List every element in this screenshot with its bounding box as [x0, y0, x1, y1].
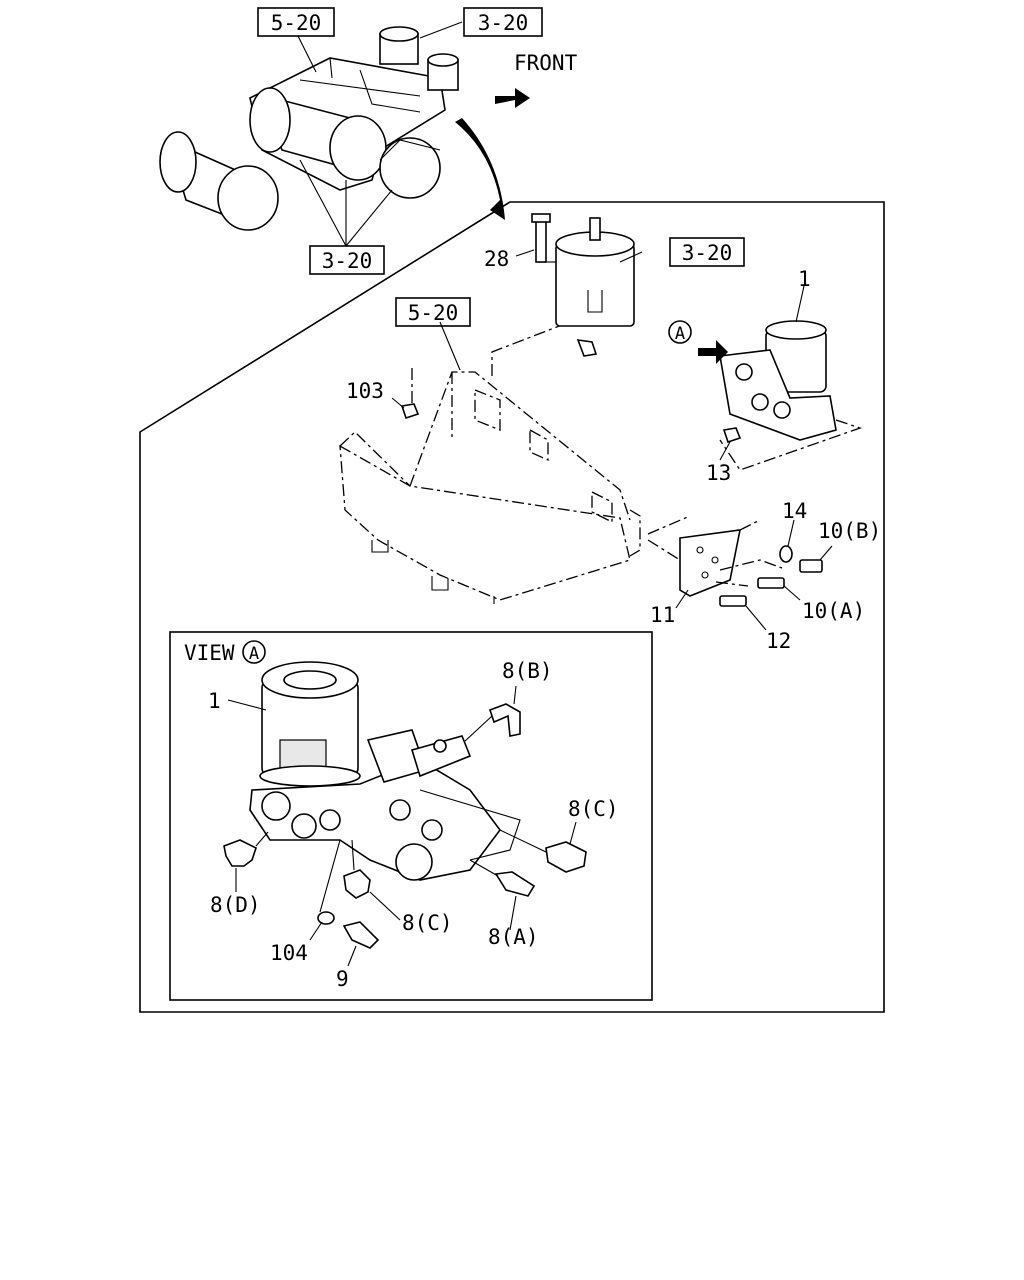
label-14: 14	[782, 499, 807, 523]
view-label-8c-bottom: 8(C)	[402, 911, 453, 935]
view-a-title: VIEW	[184, 641, 235, 665]
tank-mid	[249, 87, 387, 181]
front-label: FRONT	[514, 51, 578, 75]
view-label-9: 9	[336, 967, 349, 991]
filter-top-left	[379, 26, 419, 65]
bolt-12	[719, 595, 747, 607]
view-label-8c-right: 8(C)	[568, 797, 619, 821]
air-filter	[540, 217, 635, 357]
fitting-8b	[463, 703, 521, 743]
view-a-arrow-icon	[698, 340, 728, 364]
ref-box-3-20-top: 3-20	[463, 7, 543, 37]
view-label-8a: 8(A)	[488, 925, 539, 949]
curved-arrow-icon	[455, 118, 505, 220]
label-28: 28	[484, 247, 509, 271]
svg-text:3-20: 3-20	[478, 11, 529, 35]
label-10a: 10(A)	[802, 599, 865, 623]
view-label-8d: 8(D)	[210, 893, 261, 917]
svg-text:5-20: 5-20	[271, 11, 322, 35]
svg-text:A: A	[249, 644, 259, 664]
main-group: A	[339, 213, 881, 653]
tank-right	[379, 137, 441, 199]
view-a-frame	[169, 631, 653, 1001]
svg-text:3-20: 3-20	[322, 249, 373, 273]
fitting-9	[342, 921, 380, 949]
detail-frame	[139, 201, 885, 1013]
fitting-8a	[469, 859, 536, 897]
bolt-28	[531, 213, 551, 263]
overview-group: 5-20 3-20 3-20 FRONT	[159, 7, 578, 275]
nut-103	[400, 403, 420, 420]
bolt-10a	[757, 577, 785, 589]
air-dryer	[719, 320, 863, 471]
view-marker-main: A	[668, 320, 692, 344]
fitting-8c-bottom	[343, 839, 371, 899]
valve-body	[249, 729, 521, 881]
dryer-canister	[259, 661, 361, 787]
ref-box-5-20-top: 5-20	[257, 7, 335, 37]
ref-box-3-20-main: 3-20	[669, 237, 745, 267]
filter-top-right	[427, 53, 459, 91]
bolt-10b	[799, 559, 823, 573]
view-a-marker: A	[242, 640, 266, 664]
plate-11	[647, 515, 783, 597]
nut-13	[722, 427, 742, 444]
fitting-8d	[223, 831, 269, 867]
o-ring-104	[317, 839, 341, 925]
tank-left	[159, 131, 279, 231]
svg-text:5-20: 5-20	[408, 301, 459, 325]
view-label-8b: 8(B)	[502, 659, 553, 683]
svg-text:A: A	[675, 324, 685, 344]
label-12: 12	[766, 629, 791, 653]
label-1: 1	[798, 267, 811, 291]
label-13: 13	[706, 461, 731, 485]
front-arrow-icon	[495, 88, 530, 108]
view-a-group: VIEW A	[184, 640, 619, 991]
washer-14	[779, 545, 793, 563]
view-label-104: 104	[270, 941, 308, 965]
ref-box-5-20-main: 5-20	[395, 297, 471, 327]
view-label-1: 1	[208, 689, 221, 713]
label-103: 103	[346, 379, 384, 403]
svg-text:3-20: 3-20	[682, 241, 733, 265]
label-11: 11	[650, 603, 675, 627]
label-10b: 10(B)	[818, 519, 881, 543]
tank-bracket	[339, 317, 641, 604]
ref-box-3-20-tanks: 3-20	[309, 245, 385, 275]
fitting-8c-right	[499, 829, 587, 873]
